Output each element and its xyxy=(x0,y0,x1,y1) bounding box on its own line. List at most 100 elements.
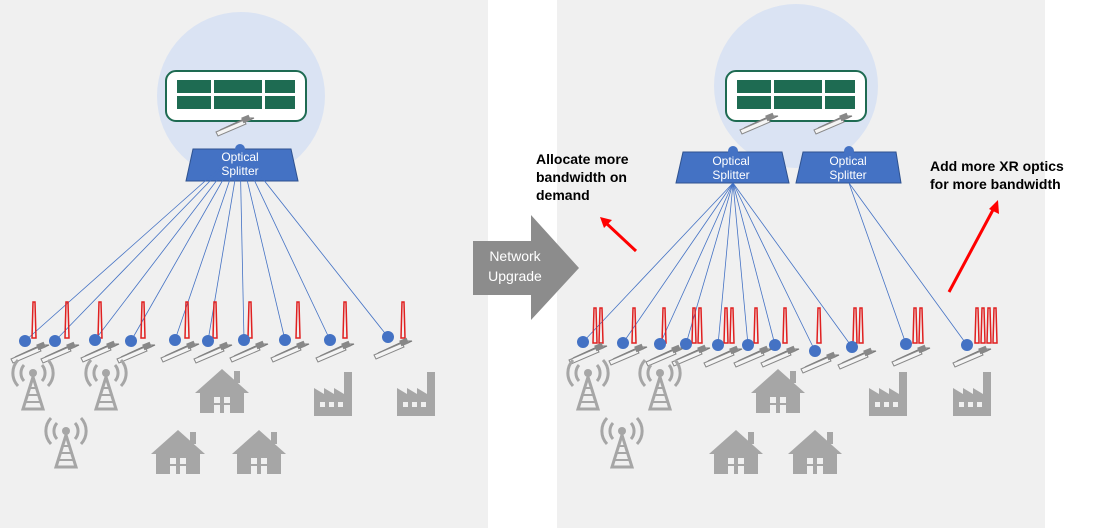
fiber-line xyxy=(622,182,734,344)
fiber-line xyxy=(239,149,286,341)
optical-transceiver-icon xyxy=(373,337,413,360)
bandwidth-bar xyxy=(986,307,992,344)
annotation-line: Add more XR optics xyxy=(930,158,1064,174)
splitter-label-line2: Splitter xyxy=(829,168,867,182)
house-icon xyxy=(195,369,249,413)
bandwidth-bar xyxy=(980,307,986,344)
annotation-arrowhead-left xyxy=(600,217,612,228)
bandwidth-bar xyxy=(212,301,218,339)
bandwidth-bar xyxy=(691,307,697,344)
fiber-line xyxy=(717,182,734,346)
node-dot xyxy=(769,339,781,351)
fiber-line xyxy=(732,182,853,348)
cell-tower-icon xyxy=(84,358,128,411)
fiber-line xyxy=(239,149,245,341)
bandwidth-bar xyxy=(918,307,924,344)
optical-transceiver-icon xyxy=(193,341,233,364)
fiber-line xyxy=(685,182,734,345)
fiber-line xyxy=(130,149,241,342)
bandwidth-bars-right xyxy=(592,307,998,344)
bandwidth-bar xyxy=(782,307,788,344)
bandwidth-bar xyxy=(631,307,637,344)
bandwidth-bar xyxy=(753,307,759,344)
node-dot xyxy=(382,331,394,343)
factory-icon xyxy=(314,372,352,416)
node-dot xyxy=(89,334,101,346)
bandwidth-bar xyxy=(661,307,667,344)
splitter-label-line2: Splitter xyxy=(712,168,750,182)
fiber-line xyxy=(732,182,816,352)
bandwidth-bar xyxy=(723,307,729,344)
node-dot xyxy=(712,339,724,351)
splitter-port-dot xyxy=(235,144,245,154)
node-dot xyxy=(846,341,858,353)
node-dot xyxy=(617,337,629,349)
optical-transceiver-icon xyxy=(229,340,269,363)
optical-transceiver-icon xyxy=(80,340,120,363)
optical-splitter-right-a xyxy=(675,151,790,184)
optical-transceiver-icon xyxy=(270,340,310,363)
annotation-arrow-left xyxy=(604,221,638,253)
optical-transceiver-icon xyxy=(891,344,931,367)
cell-tower-icon xyxy=(11,358,55,411)
bandwidth-bar xyxy=(64,301,70,339)
cell-tower-icon xyxy=(44,416,88,469)
house-icon xyxy=(151,430,205,474)
bandwidth-bar xyxy=(974,307,980,344)
house-icon xyxy=(751,369,805,413)
node-dot xyxy=(279,334,291,346)
annotation-line: bandwidth on xyxy=(536,169,627,185)
bandwidth-bar xyxy=(400,301,406,339)
fiber-line xyxy=(659,182,734,345)
cell-tower-icon xyxy=(566,358,610,411)
optical-transceiver-icon xyxy=(952,345,992,368)
splitter-label-line1: Optical xyxy=(712,154,750,168)
splitter-label-line1: Optical xyxy=(829,154,867,168)
splitter-port-dot xyxy=(844,146,854,156)
bandwidth-bar xyxy=(342,301,348,339)
splitter-label-line1: Optical xyxy=(221,150,259,164)
fiber-line xyxy=(24,149,241,342)
optical-transceiver-icon xyxy=(837,347,877,370)
network-upgrade-arrow xyxy=(473,215,579,320)
annotation-line: for more bandwidth xyxy=(930,176,1061,192)
house-icon xyxy=(709,430,763,474)
node-dot xyxy=(202,335,214,347)
annotation-arrow-right xyxy=(947,207,996,293)
fiber-lines-right xyxy=(582,182,968,352)
fiber-line xyxy=(239,149,331,341)
bandwidth-bar xyxy=(184,301,190,339)
router-switch-icon xyxy=(165,70,307,122)
node-dot xyxy=(654,338,666,350)
bandwidth-bar xyxy=(729,307,735,344)
optical-transceiver-icon xyxy=(568,342,608,365)
fiber-line xyxy=(239,149,389,338)
splitter-label-right-b: Optical Splitter xyxy=(798,154,898,182)
factory-icon xyxy=(397,372,435,416)
cell-tower-icon xyxy=(600,416,644,469)
node-dot xyxy=(169,334,181,346)
factory-icon xyxy=(869,372,907,416)
splitter-label-line2: Splitter xyxy=(221,164,259,178)
splitter-port-dot xyxy=(728,146,738,156)
optical-splitter-right-b xyxy=(795,151,902,184)
bandwidth-bar xyxy=(31,301,37,339)
bandwidth-bar xyxy=(598,307,604,344)
node-dot xyxy=(577,336,589,348)
node-dot xyxy=(900,338,912,350)
network-upgrade-line2: Upgrade xyxy=(488,268,542,284)
node-dot xyxy=(742,339,754,351)
factory-icon xyxy=(953,372,991,416)
node-dot xyxy=(19,335,31,347)
splitter-label-right-a: Optical Splitter xyxy=(681,154,781,182)
endpoint-transceivers-right xyxy=(568,336,992,374)
bandwidth-bar xyxy=(816,307,822,344)
bandwidth-bar xyxy=(912,307,918,344)
node-dot xyxy=(680,338,692,350)
fiber-line xyxy=(732,182,776,346)
node-dot xyxy=(49,335,61,347)
fiber-line xyxy=(732,182,749,346)
house-icon xyxy=(232,430,286,474)
cell-tower-icon xyxy=(638,358,682,411)
